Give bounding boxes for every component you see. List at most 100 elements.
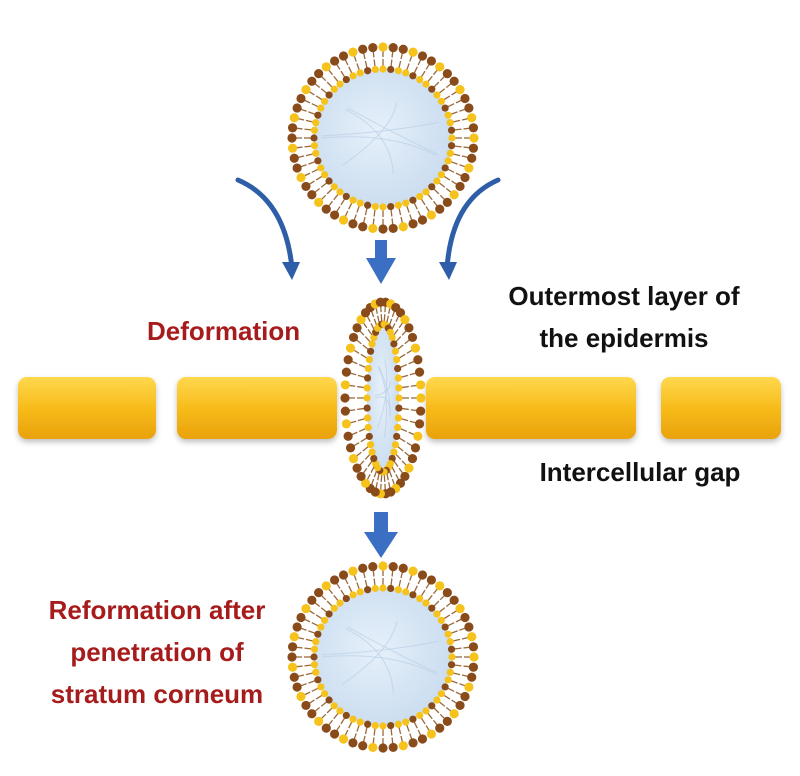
lipid-head — [447, 645, 456, 653]
lipid-head — [341, 367, 352, 377]
lipid-head — [398, 741, 408, 751]
lipid-head — [468, 642, 479, 652]
lipid-head — [467, 113, 477, 123]
lipid-head — [289, 632, 299, 642]
lipid-head — [402, 588, 410, 596]
lipid-head — [287, 652, 297, 662]
lipid-head — [314, 69, 324, 79]
lipid-head — [307, 76, 317, 86]
lipid-head — [404, 463, 414, 473]
aqueous-core — [314, 588, 452, 726]
lipid-head — [371, 202, 379, 211]
lipid-head — [449, 709, 459, 719]
lipid-head — [469, 652, 479, 662]
lipid-head — [321, 204, 331, 214]
lipid-head — [378, 561, 388, 571]
lipid-head — [449, 190, 459, 200]
lipid-head — [292, 622, 302, 632]
lipid-head — [368, 42, 378, 53]
lipid-head — [409, 591, 417, 599]
lipid-head — [435, 62, 445, 72]
lipid-head — [394, 67, 402, 75]
lipid-head — [449, 595, 459, 605]
lipid-head — [348, 738, 358, 748]
lipid-head — [329, 575, 340, 585]
lipid-head — [345, 443, 356, 453]
lipid-head — [325, 696, 333, 704]
lipid-head — [455, 181, 465, 192]
vesicle-top — [287, 42, 479, 234]
lipid-head — [464, 622, 474, 632]
lipid-head — [437, 690, 446, 698]
lipid-head — [444, 676, 452, 684]
deformation-label: Deformation — [147, 316, 300, 346]
lipid-head — [336, 707, 344, 715]
lipid-head — [391, 441, 400, 449]
lipid-head — [342, 594, 350, 603]
aqueous-core — [314, 69, 452, 207]
lipid-head — [447, 126, 456, 134]
core-texture — [321, 136, 437, 156]
lipid-head — [460, 691, 470, 702]
lipid-head — [447, 142, 456, 150]
lipid-head — [426, 56, 437, 66]
lipid-head — [444, 111, 452, 119]
lipid-head — [310, 653, 318, 661]
lipid-head — [341, 419, 352, 429]
lipid-head — [416, 75, 424, 84]
lipid-head — [400, 314, 410, 325]
lipid-head — [437, 97, 446, 105]
lipid-head — [435, 723, 445, 733]
lipid-head — [348, 219, 358, 229]
lipid-head — [348, 453, 359, 464]
lipid-head — [314, 588, 324, 598]
lipid-head — [330, 85, 338, 93]
lipid-head — [428, 85, 436, 93]
lipid-head — [336, 188, 344, 196]
lipid-head — [379, 584, 387, 592]
lipid-head — [296, 612, 306, 623]
lipid-head — [368, 223, 378, 234]
lipid-head — [340, 380, 350, 390]
lipid-head — [310, 661, 319, 669]
lipid-head — [387, 584, 395, 593]
lipid-head — [366, 441, 375, 449]
lipid-head — [340, 406, 350, 416]
lipid-head — [349, 72, 357, 80]
lipid-head — [368, 448, 376, 456]
lipid-head — [338, 570, 349, 580]
lipid-head — [352, 323, 362, 333]
lipid-head — [388, 561, 398, 572]
curved-arrow-left-icon — [235, 177, 300, 280]
lipid-head — [364, 720, 372, 728]
lipid-head — [416, 380, 426, 390]
lipid-head — [338, 215, 349, 225]
lipid-head — [343, 431, 353, 441]
lipid-head — [358, 741, 368, 751]
lipid-head — [320, 690, 329, 698]
lipid-head — [307, 595, 317, 605]
lipid-head — [314, 630, 322, 638]
lipid-head — [441, 623, 449, 631]
lipid-head — [358, 44, 368, 54]
lipid-head — [388, 742, 398, 753]
lipid-head — [468, 143, 479, 153]
lipid-head — [467, 632, 477, 642]
lipid-head — [329, 729, 340, 739]
lipid-head — [448, 134, 456, 142]
lipid-head — [356, 69, 364, 77]
core-texture — [342, 102, 398, 166]
lipid-head — [460, 612, 470, 623]
lipid-head — [416, 393, 426, 403]
lipid-head — [343, 355, 353, 365]
lipid-head — [317, 683, 325, 691]
lipid-head — [444, 157, 452, 165]
lipid-head — [342, 711, 350, 720]
lipid-head — [378, 743, 388, 753]
core-texture — [342, 621, 398, 685]
lipid-head — [330, 604, 338, 612]
lipid-head — [325, 610, 333, 618]
lipid-head — [296, 93, 306, 104]
lipid-head — [348, 566, 358, 576]
lipid-head — [388, 223, 398, 234]
